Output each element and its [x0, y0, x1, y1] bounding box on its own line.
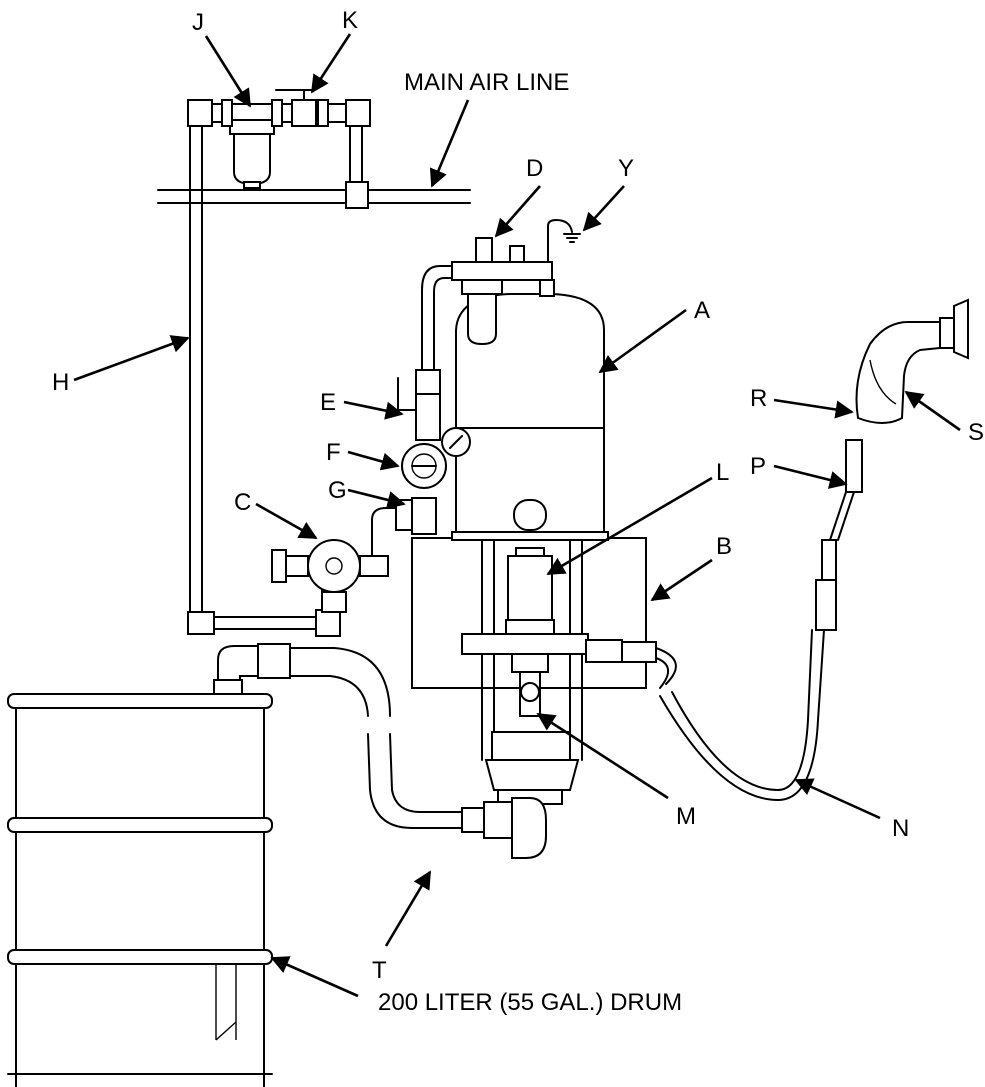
label-A: A [694, 297, 710, 324]
label-L: L [716, 459, 729, 486]
air-supply-loop [187, 89, 371, 637]
label-N: N [892, 815, 909, 842]
label-R: R [750, 385, 767, 412]
leader-arrows [73, 33, 961, 998]
pump-motor [395, 219, 605, 535]
air-valve-assembly [271, 507, 397, 613]
main-air-line-pipe [157, 181, 471, 209]
label-G: G [328, 477, 347, 504]
label-H: H [52, 369, 69, 396]
label-Y: Y [618, 155, 634, 182]
label-B: B [716, 533, 732, 560]
pump-mount [411, 531, 647, 805]
label-T: T [372, 957, 387, 984]
label-P: P [750, 453, 766, 480]
label-E: E [320, 389, 336, 416]
label-C: C [234, 489, 251, 516]
label-S: S [968, 419, 984, 446]
label-F: F [326, 439, 341, 466]
caption-drum: 200 LITER (55 GAL.) DRUM [378, 989, 682, 1016]
fluid-hose-gun [621, 298, 969, 801]
label-M: M [676, 803, 696, 830]
caption-main-air-line: MAIN AIR LINE [404, 69, 569, 96]
suction-hose [213, 643, 547, 859]
label-K: K [342, 7, 358, 34]
drum [7, 693, 273, 1087]
label-D: D [526, 155, 543, 182]
label-J: J [192, 9, 204, 36]
